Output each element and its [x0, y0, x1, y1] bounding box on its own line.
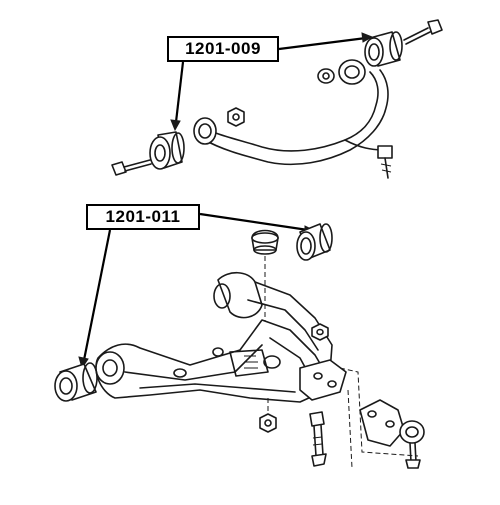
upper-right-nut	[317, 68, 335, 84]
part-number-label-lower: 1201-011	[86, 204, 200, 230]
part-number-label-upper: 1201-009	[167, 36, 279, 62]
upper-control-arm	[193, 59, 393, 179]
upper-left-bushing	[149, 131, 185, 170]
bump-stop	[251, 229, 279, 330]
upper-left-bolt	[111, 159, 152, 176]
upper-right-bolt	[403, 19, 443, 45]
ball-joint	[359, 399, 425, 469]
lower-bolt	[309, 411, 327, 467]
lower-left-bushing	[54, 362, 98, 402]
lower-right-bushing	[296, 223, 333, 261]
lower-control-arm	[95, 271, 347, 403]
upper-nut-small	[227, 107, 245, 127]
lower-nut-top	[311, 323, 329, 341]
lower-nut-bottom	[259, 413, 277, 433]
upper-right-bushing	[364, 31, 403, 67]
